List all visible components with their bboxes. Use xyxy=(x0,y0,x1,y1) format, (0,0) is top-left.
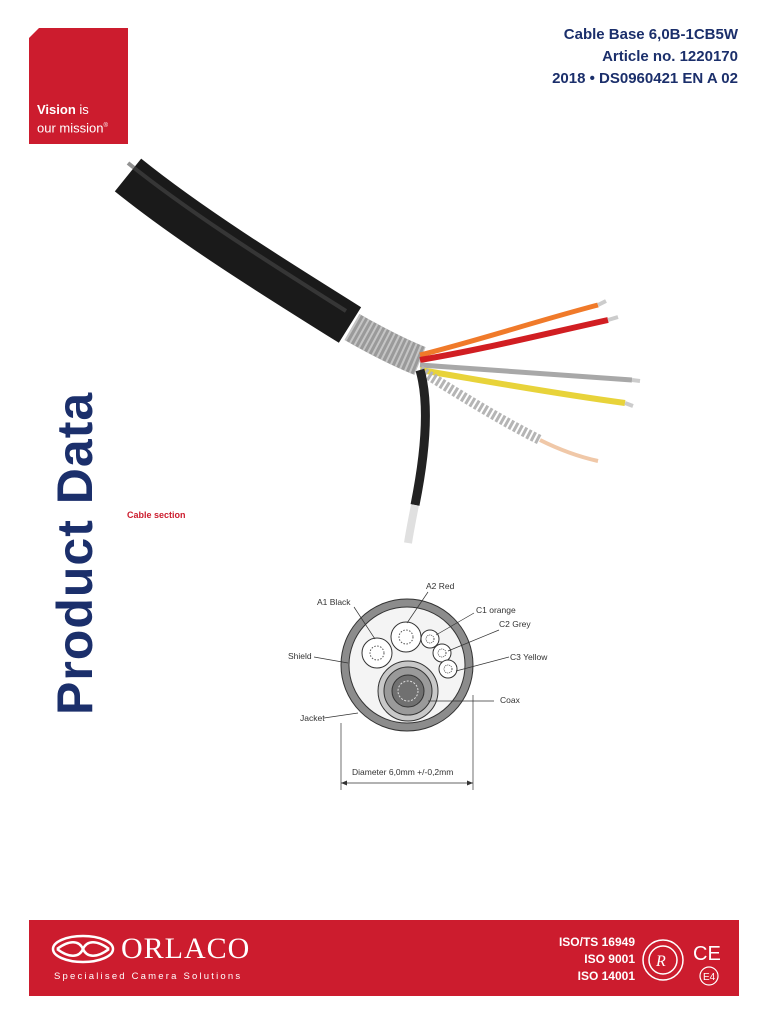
registered-mark: ® xyxy=(103,123,108,129)
article-number: Article no. 1220170 xyxy=(602,48,738,65)
brand-notch xyxy=(29,28,39,38)
cable-cross-section: A1 Black A2 Red C1 orange C2 Grey Shield… xyxy=(288,581,548,790)
ce-mark-icon: CE xyxy=(693,943,721,965)
iso-ts-16949: ISO/TS 16949 xyxy=(558,935,635,949)
orlaco-logo-mark xyxy=(51,934,115,964)
e4-mark-icon: E4 xyxy=(699,966,719,986)
label-jacket: Jacket xyxy=(300,713,325,723)
iso-certifications: ISO/TS 16949 ISO 9001 ISO 14001 xyxy=(559,934,635,985)
label-c3-yellow: C3 Yellow xyxy=(510,652,548,662)
iso-9001: ISO 9001 xyxy=(584,952,635,966)
svg-text:R: R xyxy=(655,953,666,970)
brand-slogan-rest: is xyxy=(75,102,89,117)
page-title: Product Data xyxy=(47,391,103,715)
label-coax: Coax xyxy=(500,695,521,705)
footer-bar: ORLACO Specialised Camera Solutions ISO/… xyxy=(29,920,739,996)
product-name: Cable Base 6,0B-1CB5W xyxy=(563,26,738,43)
label-a1-black: A1 Black xyxy=(317,597,351,607)
document-reference: 2018 • DS0960421 EN A 02 xyxy=(552,70,738,87)
document-header: Cable Base 6,0B-1CB5W Article no. 122017… xyxy=(552,24,738,90)
brand-slogan-line2: our mission xyxy=(37,120,104,136)
iso-14001: ISO 14001 xyxy=(577,969,635,983)
label-c2-grey: C2 Grey xyxy=(499,619,531,629)
orlaco-logo-text: ORLACO xyxy=(121,932,251,965)
label-diameter: Diameter 6,0mm +/-0,2mm xyxy=(352,767,453,777)
brand-box: Vision is our mission® xyxy=(29,28,128,144)
brand-slogan-bold: Vision xyxy=(37,102,76,117)
label-a2-red: A2 Red xyxy=(426,581,455,591)
cable-section-label: Cable section xyxy=(127,510,186,520)
label-shield: Shield xyxy=(288,651,312,661)
certification-seal-icon: R xyxy=(642,939,684,981)
cable-photo xyxy=(114,158,641,544)
certification-marks: R CE E4 xyxy=(642,939,721,986)
company-tagline: Specialised Camera Solutions xyxy=(54,971,243,982)
svg-text:E4: E4 xyxy=(703,972,716,983)
brand-slogan: Vision is our mission® xyxy=(37,102,108,136)
label-c1-orange: C1 orange xyxy=(476,605,516,615)
